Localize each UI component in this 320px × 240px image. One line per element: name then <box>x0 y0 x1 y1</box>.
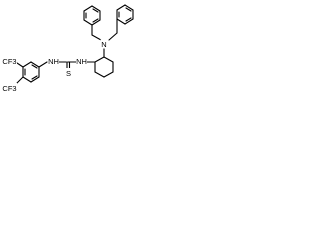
aryl-nh-label: NH <box>48 57 59 66</box>
cyclohexyl-nh-label: NH <box>76 57 87 66</box>
atom-labels: N NH NH S CF3 CF3 <box>2 39 108 93</box>
thione-sulfur-label: S <box>66 69 71 78</box>
bond-lines <box>16 4 134 84</box>
trifluoromethyl-bottom-label: CF3 <box>2 84 16 93</box>
trifluoromethyl-top-label: CF3 <box>2 57 16 66</box>
molecule-structure: N NH NH S CF3 CF3 <box>2 4 134 93</box>
amine-nitrogen-label: N <box>101 40 106 49</box>
